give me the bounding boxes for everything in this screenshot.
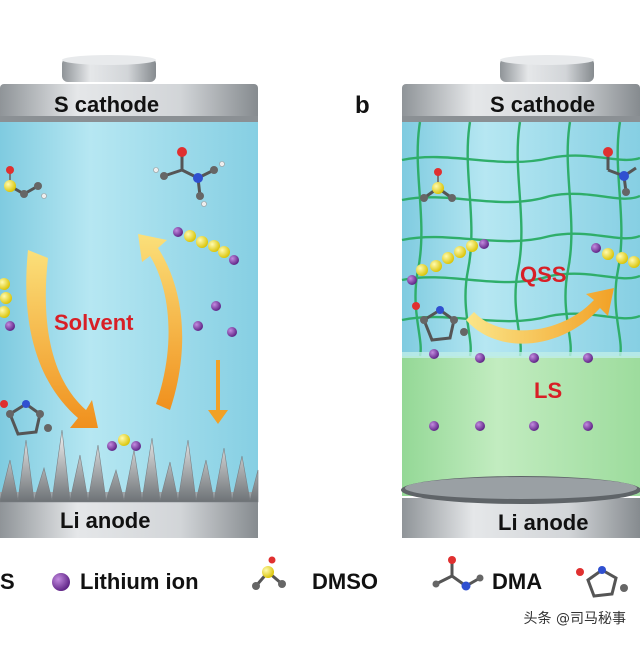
lithium-ion [227,327,237,337]
ring-molecule-a [0,400,52,436]
lithium-dendrites [0,429,259,503]
anode-label-b: Li anode [498,510,589,535]
lithium-ions-b [429,349,593,431]
anode-label-a: Li anode [60,508,151,533]
ls-label: LS [534,378,563,403]
dmso-legend-icon [252,556,286,590]
cathode-plate-b [402,84,640,120]
arrow-small-down [208,360,228,424]
sulfur-chain-left-a [0,278,15,331]
anode-plate-b [402,498,640,538]
dma-legend-icon [432,556,484,591]
cathode-label-b: S cathode [490,92,596,117]
dmso-molecule-b [420,168,456,202]
dmso-molecule-a [4,166,47,199]
lithium-ion-legend-icon [52,573,70,591]
qss-label: QSS [520,262,567,287]
arrow-curved-b [466,288,614,344]
legend-dmso-label: DMSO [312,569,378,594]
dma-molecule-b [603,147,637,196]
arrow-up-right [138,234,183,410]
battery-b [401,55,640,538]
ring-molecule-legend-icon [576,566,628,598]
cathode-label-a: S cathode [54,92,160,117]
sulfur-chain-b [407,239,489,285]
solvent-label: Solvent [54,310,134,335]
arrow-down-left [26,250,98,428]
ring-molecule-b [412,302,468,342]
legend-lithium-label: Lithium ion [80,569,199,594]
legend-icons [52,556,628,598]
battery-a [0,55,259,538]
dma-molecule-a [153,147,225,207]
sulfur-chain-a [173,227,239,265]
polymer-network [401,121,640,357]
anode-plate-a [0,498,258,538]
watermark-text: 头条 @司马秘事 [523,611,626,627]
liquid-region [402,356,640,496]
panel-label-b: b [355,92,370,119]
sulfur-chain-right-b [591,243,640,268]
legend-s-label: S [0,569,15,594]
lis-cluster [107,434,141,451]
cathode-plate-a [0,84,258,120]
lithium-ion [193,321,203,331]
lithium-ion [211,301,221,311]
legend-dma-label: DMA [492,569,543,594]
